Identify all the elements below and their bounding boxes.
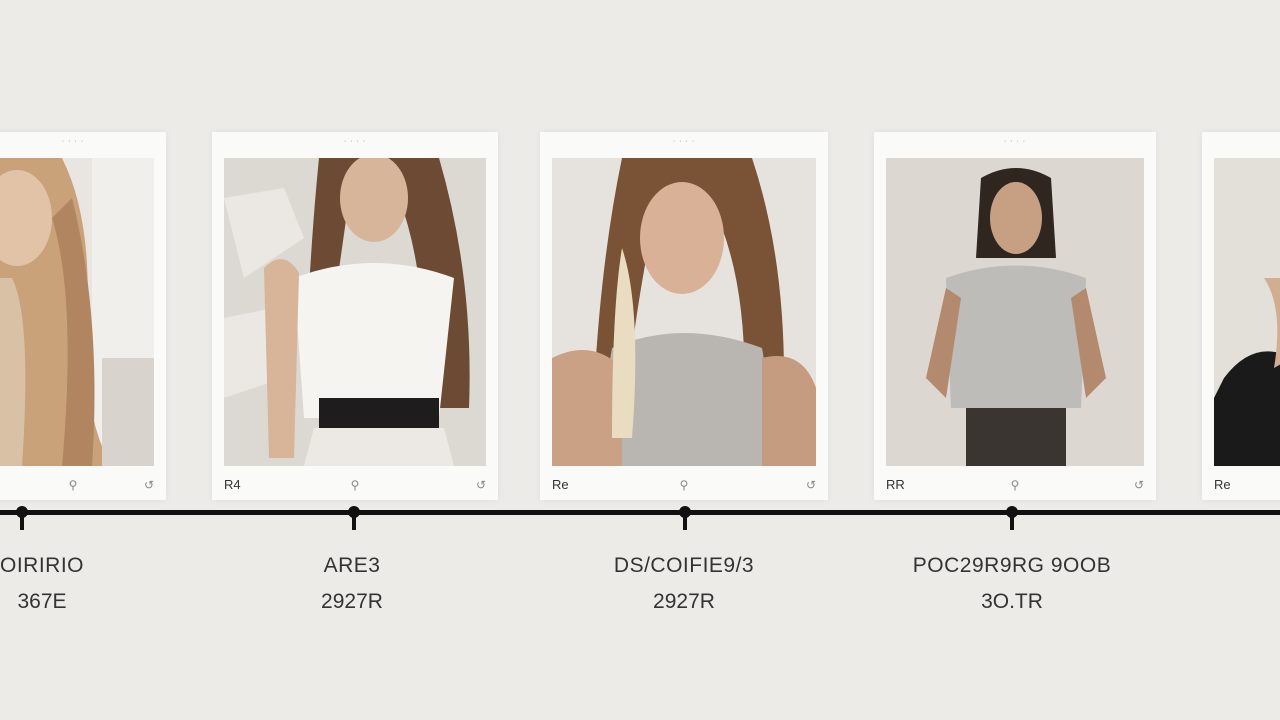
- pin-icon: ⚲: [1010, 478, 1020, 492]
- portrait-photo: [224, 158, 486, 466]
- card-caption: · · · ·: [343, 138, 367, 145]
- timeline-event: ARE3 2927R: [321, 554, 383, 614]
- marker-dot: [16, 506, 28, 518]
- event-date: 2927R: [653, 590, 715, 613]
- marker-stem: [352, 514, 356, 530]
- photo-card[interactable]: Re: [1202, 132, 1280, 500]
- marker-dot: [1006, 506, 1018, 518]
- timeline-marker[interactable]: [1006, 502, 1018, 530]
- card-icon: ↺: [475, 478, 486, 492]
- photo-card[interactable]: · · · · ⚲ ↺: [0, 132, 166, 500]
- timeline-marker[interactable]: [348, 502, 360, 530]
- timeline-event: OIRIRIO 367E: [0, 554, 84, 614]
- card-label: R4: [224, 477, 241, 492]
- timeline-marker[interactable]: [16, 502, 28, 530]
- pin-icon: ⚲: [350, 478, 360, 492]
- card-label: RR: [886, 477, 905, 492]
- photo-card[interactable]: · · · · RR ⚲ ↺: [874, 132, 1156, 500]
- portrait-photo: [886, 158, 1144, 466]
- card-icon: ↺: [143, 478, 154, 492]
- pin-icon: ⚲: [68, 478, 78, 492]
- card-label: Re: [552, 477, 569, 492]
- pin-icon: ⚲: [679, 478, 689, 492]
- card-icon: ↺: [1133, 478, 1144, 492]
- marker-stem: [20, 514, 24, 530]
- event-date: 367E: [17, 590, 67, 613]
- card-caption: · · · ·: [1003, 138, 1027, 145]
- card-label: Re: [1214, 477, 1231, 492]
- card-icon: ↺: [805, 478, 816, 492]
- marker-stem: [1010, 514, 1014, 530]
- timeline-marker[interactable]: [679, 502, 691, 530]
- photo-card[interactable]: · · · · R4 ⚲ ↺: [212, 132, 498, 500]
- event-title: DS/COIFIE9/3: [613, 554, 755, 577]
- card-caption: · · · ·: [61, 138, 85, 145]
- marker-stem: [683, 514, 687, 530]
- timeline-event: POC29R9RG 9OOB 3O.TR: [913, 554, 1111, 614]
- event-title: ARE3: [323, 554, 381, 577]
- event-date: 3O.TR: [981, 590, 1043, 613]
- portrait-photo: [0, 158, 154, 466]
- timeline-line: [0, 510, 1280, 515]
- photo-card[interactable]: · · · · Re ⚲ ↺: [540, 132, 828, 500]
- portrait-photo: [552, 158, 816, 466]
- marker-dot: [679, 506, 691, 518]
- timeline-event: DS/COIFIE9/3 2927R: [614, 554, 754, 614]
- card-caption: · · · ·: [672, 138, 696, 145]
- event-title: OIRIRIO: [0, 554, 85, 577]
- marker-dot: [348, 506, 360, 518]
- event-date: 2927R: [321, 590, 383, 613]
- portrait-photo: [1214, 158, 1280, 466]
- event-title: POC29R9RG 9OOB: [912, 554, 1112, 577]
